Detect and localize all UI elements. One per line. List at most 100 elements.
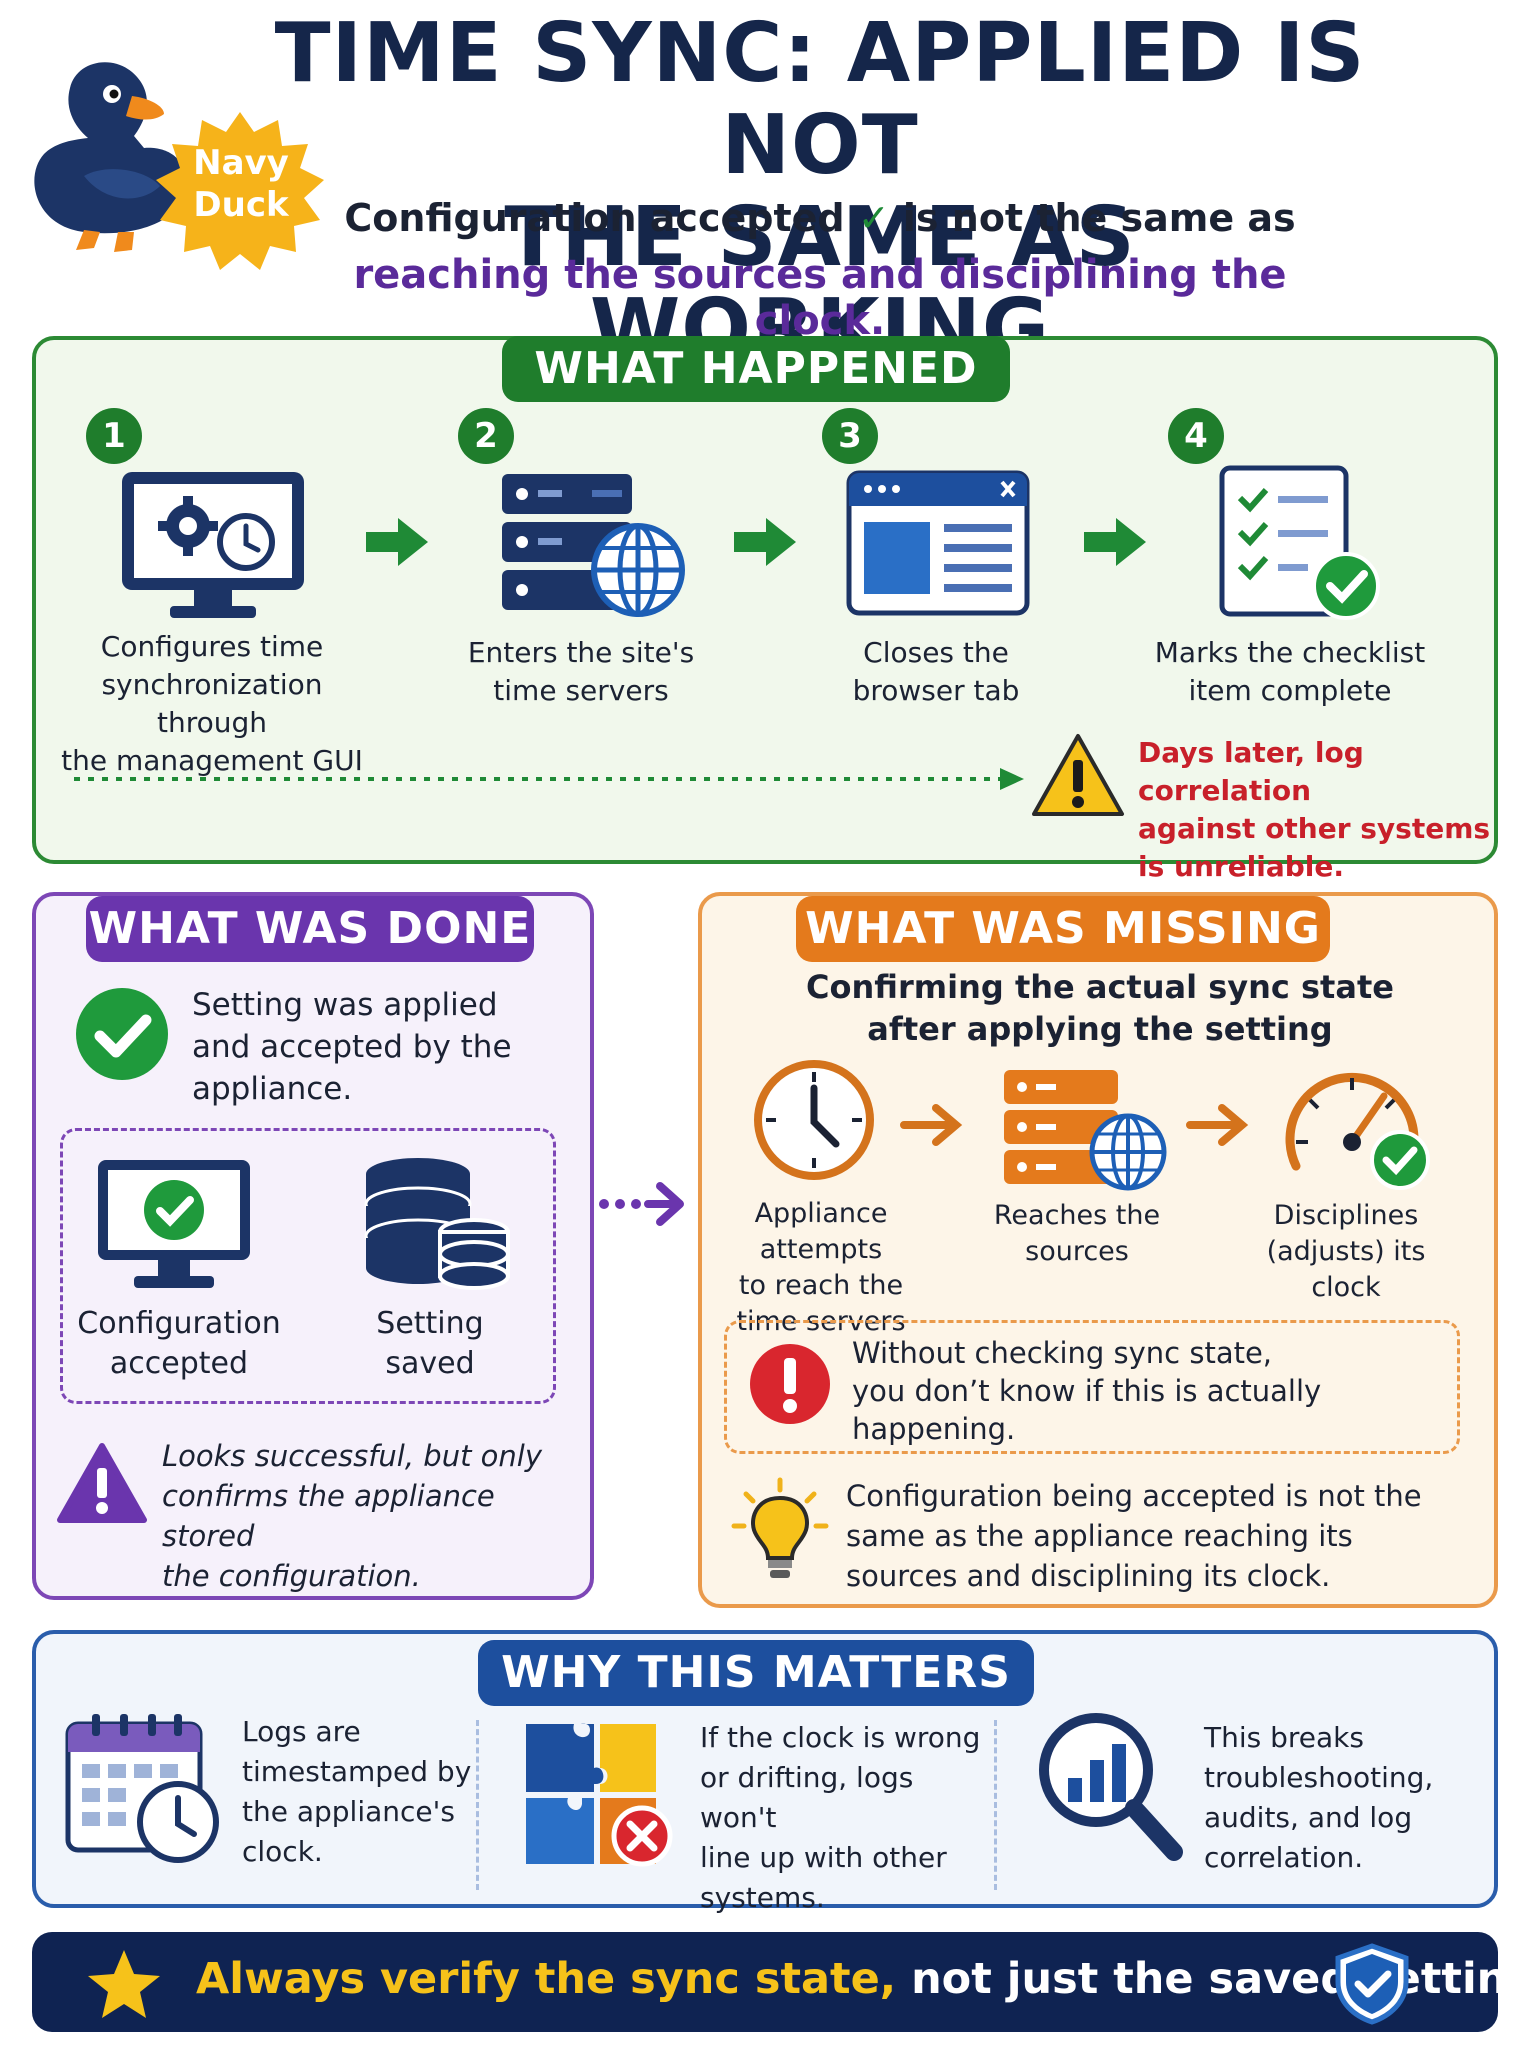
- checklist-icon: [1219, 465, 1380, 620]
- subtitle-part-1: Configuration accepted: [344, 196, 845, 240]
- divider: [994, 1720, 997, 1890]
- missing-step-2-line-1: Reaches the: [993, 1200, 1161, 1231]
- item-1-line-1: Configuration: [77, 1306, 281, 1341]
- item-2-line-1: Setting: [376, 1306, 484, 1341]
- why-item-3-text: This breaks troubleshooting, audits, and…: [1204, 1718, 1474, 1878]
- duck-mascot-icon: [34, 62, 187, 252]
- why-1-line-3: the appliance's: [242, 1795, 455, 1828]
- arrow-right-icon: [1186, 1104, 1249, 1146]
- lightbulb-icon: [731, 1477, 829, 1578]
- setting-saved-label: Setting saved: [340, 1304, 520, 1384]
- footer-banner: [32, 1932, 1498, 2032]
- missing-heading-line-2: after applying the setting: [867, 1010, 1333, 1048]
- divider: [476, 1720, 479, 1890]
- starburst-badge-icon: [156, 112, 324, 270]
- footer-text: Always verify the sync state, not just t…: [196, 1954, 1536, 2004]
- footer-rest: not just the saved setting.: [896, 1954, 1536, 2004]
- missing-step-3-line-3: clock: [1311, 1272, 1381, 1303]
- missing-step-3-line-2: (adjusts) its: [1266, 1236, 1426, 1267]
- calendar-clock-icon: [65, 1714, 219, 1863]
- why-1-line-2: timestamped by: [242, 1755, 472, 1788]
- why-item-2-text: If the clock is wrong or drifting, logs …: [700, 1718, 990, 1918]
- step-1-line-1: Configures time: [100, 630, 324, 663]
- warning-text: Days later, log correlation against othe…: [1138, 734, 1498, 886]
- step-1-line-3: the management GUI: [61, 744, 363, 777]
- missing-warning-text: Without checking sync state, you don’t k…: [852, 1334, 1442, 1448]
- missing-warning-line-3: happening.: [852, 1412, 1016, 1446]
- badge-line-1: Navy: [193, 143, 289, 183]
- clock-icon: [754, 1060, 874, 1180]
- missing-tip-text: Configuration being accepted is not the …: [846, 1476, 1466, 1596]
- gauge-check-icon: [1285, 1072, 1430, 1190]
- why-2-line-4: systems.: [700, 1881, 825, 1914]
- warning-line-1: Days later, log correlation: [1138, 736, 1364, 807]
- warning-line-3: is unreliable.: [1138, 850, 1345, 883]
- done-status-line-3: appliance.: [192, 1071, 353, 1107]
- magnifier-chart-icon: [1039, 1713, 1183, 1861]
- why-2-line-2: or drifting, logs won't: [700, 1761, 914, 1834]
- note-line-2: confirms the appliance stored: [162, 1479, 495, 1553]
- why-3-line-2: troubleshooting,: [1204, 1761, 1434, 1794]
- missing-heading: Confirming the actual sync state after a…: [760, 966, 1440, 1050]
- why-2-line-1: If the clock is wrong: [700, 1721, 981, 1754]
- step-3-line-2: browser tab: [852, 674, 1020, 707]
- arrow-right-icon: [366, 518, 428, 566]
- subtitle-part-2: is not the same as: [902, 196, 1296, 240]
- item-1-line-2: accepted: [109, 1346, 249, 1381]
- step-2-line-1: Enters the site's: [467, 636, 695, 669]
- missing-step-2-line-2: sources: [1025, 1236, 1129, 1267]
- server-globe-icon: [1004, 1070, 1167, 1191]
- note-line-3: the configuration.: [162, 1559, 421, 1593]
- what-was-missing-title: WHAT WAS MISSING: [796, 896, 1330, 962]
- star-icon: [88, 1950, 160, 2018]
- step-3-text: Closes the browser tab: [816, 634, 1056, 710]
- check-icon: ✓: [857, 196, 890, 240]
- badge-line-2: Duck: [193, 185, 289, 225]
- step-2-text: Enters the site's time servers: [438, 634, 724, 710]
- what-was-missing-panel: [698, 892, 1498, 1608]
- monitor-gear-clock-icon: [122, 472, 304, 618]
- step-1-number: 1: [86, 408, 142, 464]
- step-1-line-2: synchronization through: [101, 668, 323, 739]
- missing-step-2-text: Reaches the sources: [972, 1198, 1182, 1270]
- step-4-text: Marks the checklist item complete: [1140, 634, 1440, 710]
- check-circle-icon: [76, 988, 168, 1080]
- step-3-number: 3: [822, 408, 878, 464]
- missing-step-3-line-1: Disciplines: [1273, 1200, 1419, 1231]
- alert-circle-icon: [750, 1344, 830, 1424]
- missing-step-1-line-2: to reach the: [738, 1270, 904, 1301]
- done-status-line-2: and accepted by the: [192, 1029, 512, 1065]
- step-4-number: 4: [1168, 408, 1224, 464]
- server-globe-icon: [502, 474, 685, 617]
- puzzle-error-icon: [526, 1723, 673, 1867]
- why-this-matters-panel: [32, 1630, 1498, 1908]
- why-3-line-3: audits, and log: [1204, 1801, 1413, 1834]
- why-3-line-1: This breaks: [1204, 1721, 1364, 1754]
- item-2-line-2: saved: [385, 1346, 475, 1381]
- done-items-box: [60, 1128, 556, 1404]
- step-3-line-1: Closes the: [863, 636, 1009, 669]
- shield-check-icon: [1335, 1943, 1409, 2025]
- step-2-number: 2: [458, 408, 514, 464]
- database-icon: [364, 1158, 510, 1290]
- step-4-line-2: item complete: [1188, 674, 1392, 707]
- done-status-text: Setting was applied and accepted by the …: [192, 984, 572, 1110]
- warning-triangle-icon: [57, 1443, 147, 1523]
- what-happened-title: WHAT HAPPENED: [502, 336, 1010, 402]
- monitor-check-icon: [98, 1160, 250, 1288]
- missing-warning-line-1: Without checking sync state,: [852, 1336, 1273, 1370]
- done-note: Looks successful, but only confirms the …: [162, 1436, 572, 1596]
- subtitle-line-1: Configuration accepted ✓ is not the same…: [300, 196, 1340, 240]
- missing-heading-line-1: Confirming the actual sync state: [806, 968, 1394, 1006]
- missing-step-1-text: Appliance attempts to reach the time ser…: [706, 1196, 936, 1340]
- why-1-line-1: Logs are: [242, 1715, 361, 1748]
- missing-tip-line-1: Configuration being accepted is not the: [846, 1479, 1422, 1513]
- done-status-line-1: Setting was applied: [192, 987, 498, 1023]
- subtitle-line-2: reaching the sources and disciplining th…: [353, 252, 1287, 344]
- missing-tip-line-2: same as the appliance reaching its: [846, 1519, 1353, 1553]
- arrow-right-icon: [734, 518, 796, 566]
- why-3-line-4: correlation.: [1204, 1841, 1364, 1874]
- footer-highlight: Always verify the sync state,: [196, 1954, 897, 2004]
- title-line-1: TIME SYNC: APPLIED IS NOT: [274, 6, 1366, 193]
- dotted-arrow-icon: [599, 1182, 684, 1226]
